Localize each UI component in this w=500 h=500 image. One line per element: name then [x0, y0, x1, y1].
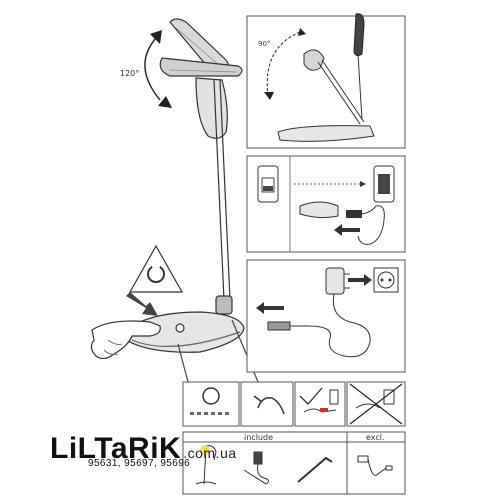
excluded-usb-cable-icon	[357, 455, 393, 476]
insert-arrow	[256, 302, 284, 314]
watermark-brand: LiLTaRiK	[50, 432, 182, 465]
angle-label-90: 90°	[258, 40, 270, 48]
leader-line-left	[177, 343, 189, 383]
rotation-arc-90	[266, 31, 301, 97]
main-lamp-view	[90, 18, 259, 383]
watermark-bulb-glyph	[200, 445, 210, 455]
phone-empty	[257, 165, 279, 203]
lamp-stem	[213, 79, 231, 301]
adapter-cable	[290, 293, 371, 358]
bottom-panel-light-modes	[182, 381, 240, 427]
panel-phone-charging	[246, 155, 406, 253]
lamp-base	[125, 311, 245, 353]
package-contents-table	[182, 431, 406, 495]
panel-lamp-base	[277, 125, 375, 142]
plug-in-arrow	[334, 224, 360, 236]
bottom-panel-charging-ok	[294, 381, 346, 427]
lamp-joint	[215, 295, 233, 315]
hand-drawing	[90, 320, 161, 360]
power-adapter	[325, 267, 345, 295]
bottom-panel-not-allowed	[346, 381, 406, 427]
panel-lamp-head-tilted	[303, 49, 325, 71]
panel-rotation	[246, 13, 406, 149]
socket-arrow	[348, 274, 372, 286]
panel-adapter	[246, 259, 406, 373]
watermark-codes: 95631, 95697, 95696	[88, 458, 191, 469]
lamp-head-horizontal	[159, 57, 243, 77]
lamp-head-lowered	[195, 77, 228, 139]
checkmark-icon	[299, 387, 323, 405]
base-with-usb-port	[299, 201, 339, 219]
touch-warning-triangle	[128, 244, 184, 293]
angle-label-120: 120°	[120, 69, 139, 78]
panel-lamp-stem	[317, 53, 365, 125]
included-adapter-icon	[243, 451, 270, 485]
excl-label: excl.	[366, 433, 385, 442]
usb-plug-small	[346, 210, 362, 218]
panel-lamp-head	[353, 13, 365, 57]
rotation-arc-120	[144, 37, 161, 101]
included-tool-icon	[297, 456, 333, 483]
watermark-logo: LiLTaRiK.com.ua	[50, 432, 237, 466]
watermark-domain: .com.ua	[183, 445, 237, 461]
include-label: include	[244, 433, 273, 442]
base-touch-button	[175, 323, 185, 333]
cross-icon	[349, 383, 403, 425]
press-arrow	[126, 292, 158, 316]
dc-plug	[267, 321, 291, 331]
bottom-panel-stem-bend	[240, 381, 294, 427]
